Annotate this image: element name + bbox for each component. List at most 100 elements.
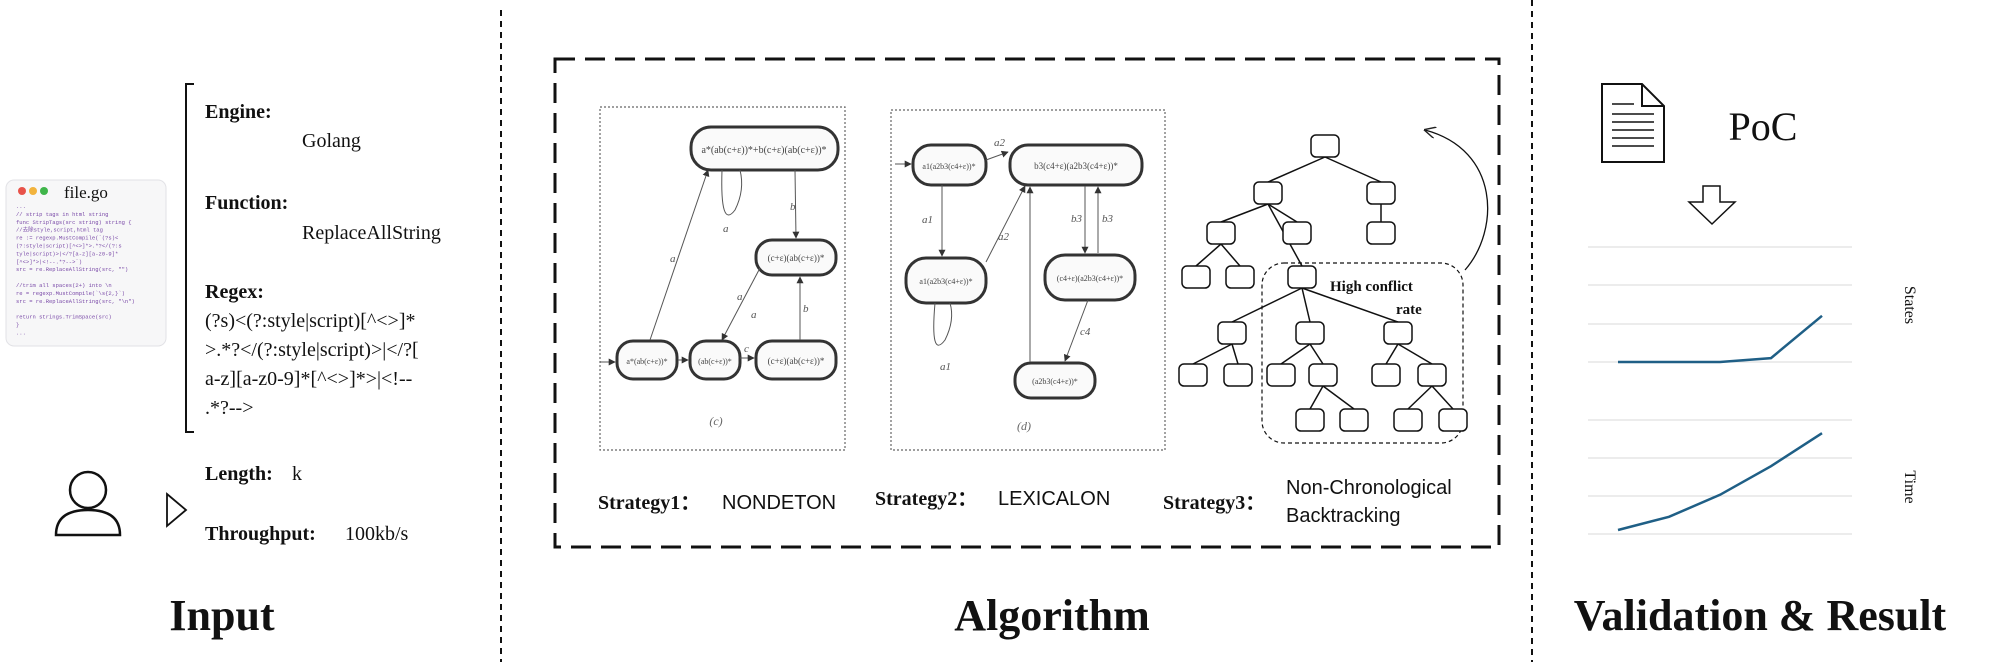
code-line: //trim all spaces(2+) into \n xyxy=(16,282,112,289)
nfa-c-label-3: a xyxy=(737,291,743,303)
window-maximize-dot xyxy=(40,187,48,195)
input-panel: file.go ...// strip tags in html stringf… xyxy=(5,83,441,640)
code-file-card: file.go ...// strip tags in html stringf… xyxy=(5,179,167,347)
nfa-d-state-1 xyxy=(1008,143,1144,187)
states-chart xyxy=(1588,246,1852,364)
tree-node xyxy=(1225,265,1255,289)
tree-edge xyxy=(1309,343,1324,365)
tree-edge xyxy=(1322,385,1355,410)
time-axis-label: Time xyxy=(1901,470,1918,503)
user-icon xyxy=(54,470,122,537)
strategy2-name: LEXICALON xyxy=(998,488,1110,510)
nfa-c-label-1: a xyxy=(723,223,729,235)
nfa-d-state-4 xyxy=(1013,361,1097,400)
strategy3-name-line2: Backtracking xyxy=(1286,505,1401,527)
nfa-c-label-2: b xyxy=(790,201,796,213)
tree-node xyxy=(1366,181,1396,205)
tree-node xyxy=(1181,265,1211,289)
regex-line: (?s)<(?:style|script)[^<>]* xyxy=(205,310,416,332)
nfa-c-label-0: a xyxy=(670,253,676,265)
tree-edge xyxy=(1192,343,1233,365)
tree-edge xyxy=(1397,343,1433,365)
tree-node xyxy=(1217,321,1247,345)
strategy1-label: Strategy1： xyxy=(598,492,700,514)
backjump-arrow xyxy=(1425,130,1489,271)
tree-node xyxy=(1393,408,1423,432)
nfa-d-state-0 xyxy=(911,143,988,187)
tree-edge xyxy=(1231,287,1303,323)
tree-node xyxy=(1383,321,1413,345)
nfa-c-state-3-label: (ab(c+ε))* xyxy=(698,357,732,366)
nfa-d-state-2-label: a1(a2b3(c4+ε))* xyxy=(919,277,972,286)
code-line: tyle|script)>|</?[a-z][a-z0-9]* xyxy=(16,250,118,257)
nfa-c-frame xyxy=(599,106,846,451)
nfa-c-label-6: b xyxy=(803,303,809,315)
nfa-d-edge-c4 xyxy=(1063,299,1089,362)
code-line: [^<>]*>|<!--.*?-->`) xyxy=(16,258,82,265)
code-line: src = re.ReplaceAllString(src, "\n") xyxy=(16,298,135,305)
tree-edge xyxy=(1280,343,1311,365)
tree-edge xyxy=(1385,343,1399,365)
document-icon xyxy=(1601,83,1665,163)
tree-edge xyxy=(1231,343,1239,365)
length-label: Length: xyxy=(205,463,273,485)
code-line: re := regexp.MustCompile(`(?s)< xyxy=(16,235,118,242)
code-line: // strip tags in html string xyxy=(16,211,108,218)
tree-node xyxy=(1282,221,1312,245)
tree-edge xyxy=(1309,385,1324,410)
tree-edge xyxy=(1301,287,1311,323)
code-line: ... xyxy=(16,203,26,210)
nfa-d-state-3 xyxy=(1043,253,1137,302)
nfa-diagram-c: a*(ab(c+ε))*+b(c+ε)(ab(c+ε))* (c+ε)(ab(c… xyxy=(599,106,846,451)
nfa-c-state-2 xyxy=(615,339,679,381)
nfa-d-label-1: a1 xyxy=(922,214,933,226)
code-line: (?:style|script)[^<>]*>.*?</(?:s xyxy=(16,243,122,250)
backtracking-tree: High conflict rate xyxy=(1178,130,1489,444)
code-line: return strings.TrimSpace(src) xyxy=(16,314,112,321)
algorithm-frame xyxy=(553,57,1501,549)
tree-node xyxy=(1366,221,1396,245)
algorithm-panel: a*(ab(c+ε))*+b(c+ε)(ab(c+ε))* (c+ε)(ab(c… xyxy=(553,57,1501,640)
section-title-input: Input xyxy=(169,591,275,640)
nfa-d-label-3: b3 xyxy=(1071,213,1083,225)
nfa-d-state-1-label: b3(c4+ε)(a2b3(c4+ε))* xyxy=(1034,161,1118,171)
nfa-d-frame xyxy=(890,109,1166,451)
nfa-c-state-0-label: a*(ab(c+ε))*+b(c+ε)(ab(c+ε))* xyxy=(701,145,826,156)
tree-edge xyxy=(1301,287,1399,323)
strategy1-name: NONDETON xyxy=(722,492,836,514)
nfa-c-label-5: c xyxy=(744,343,749,355)
code-line: func StripTags(src string) string { xyxy=(16,219,132,226)
nfa-d-edge-a2-diag xyxy=(985,185,1026,263)
nfa-c-state-2-label: a*(ab(c+ε))* xyxy=(626,357,667,366)
tree-edge xyxy=(1431,385,1454,410)
strategy3-name-line1: Non-Chronological xyxy=(1286,477,1452,499)
series-line xyxy=(1617,432,1823,532)
nfa-c-edge-a-mid xyxy=(721,267,761,341)
tree-node xyxy=(1206,221,1236,245)
tree-edge xyxy=(1195,243,1222,267)
nfa-d-label-5: c4 xyxy=(1080,326,1091,338)
strategy3-label: Strategy3： xyxy=(1163,492,1265,514)
nfa-d-state-0-label: a1(a2b3(c4+ε))* xyxy=(922,162,975,171)
throughput-label: Throughput: xyxy=(205,523,316,545)
tree-node xyxy=(1438,408,1468,432)
play-arrow-icon xyxy=(166,492,188,528)
nfa-d-state-3-label: (c4+ε)(a2b3(c4+ε))* xyxy=(1057,274,1123,283)
engine-label: Engine: xyxy=(205,101,272,123)
file-card-title: file.go xyxy=(64,183,108,202)
code-line: re = regexp.MustCompile(`\s{2,}`) xyxy=(16,290,125,297)
regex-line: .*?--> xyxy=(205,397,253,419)
nfa-c-state-1 xyxy=(754,238,838,277)
nfa-c-label-4: a xyxy=(751,309,757,321)
nfa-c-caption: (c) xyxy=(709,414,722,428)
tree-edge xyxy=(1324,156,1382,183)
tree-edge xyxy=(1220,243,1241,267)
window-minimize-dot xyxy=(29,187,37,195)
tree-node xyxy=(1417,363,1447,387)
regex-text: (?s)<(?:style|script)[^<>]*>.*?</(?:styl… xyxy=(205,310,419,419)
states-axis-label: States xyxy=(1901,286,1918,324)
nfa-d-label-4: b3 xyxy=(1102,213,1114,225)
tree-node xyxy=(1339,408,1369,432)
high-conflict-label-2: rate xyxy=(1396,302,1422,318)
tree-node xyxy=(1266,363,1296,387)
